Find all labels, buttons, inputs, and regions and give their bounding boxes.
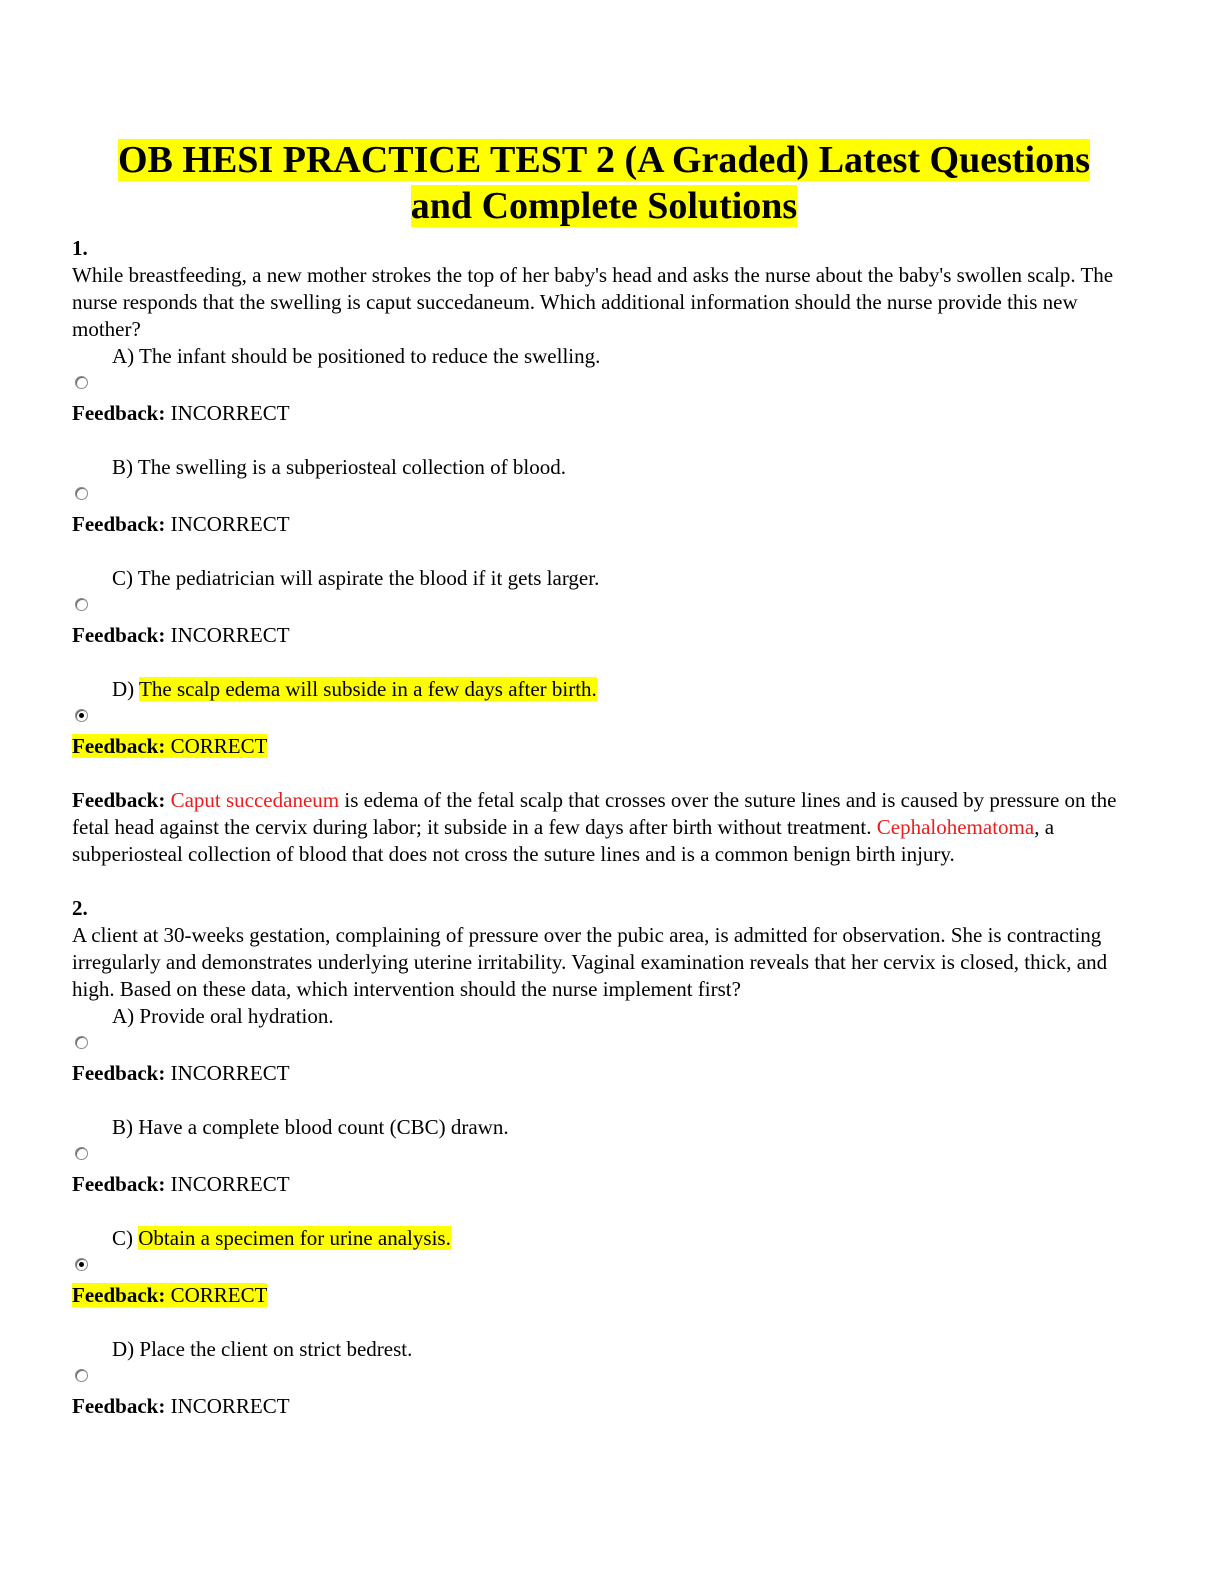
- radio-option-c[interactable]: [75, 1258, 88, 1271]
- radio-option-a[interactable]: [75, 1036, 88, 1049]
- radio-option-d[interactable]: [75, 1369, 88, 1382]
- question-number: 2.: [72, 896, 88, 920]
- option-c: C) Obtain a specimen for urine analysis.: [112, 1225, 1136, 1252]
- feedback-c: Feedback: INCORRECT: [72, 623, 290, 647]
- feedback-a: Feedback: INCORRECT: [72, 1061, 290, 1085]
- option-letter: C): [112, 1226, 133, 1250]
- feedback-a: Feedback: INCORRECT: [72, 401, 290, 425]
- option-c: C) The pediatrician will aspirate the bl…: [112, 565, 1136, 592]
- option-d: D) Place the client on strict bedrest.: [112, 1336, 1136, 1363]
- question-number: 1.: [72, 236, 88, 260]
- question-1: 1. While breastfeeding, a new mother str…: [72, 235, 1136, 868]
- option-b: B) The swelling is a subperiosteal colle…: [112, 454, 1136, 481]
- feedback-d: Feedback: INCORRECT: [72, 1394, 290, 1418]
- feedback-d: Feedback: CORRECT: [72, 734, 268, 758]
- title-line-2: and Complete Solutions: [410, 185, 798, 227]
- option-text: Provide oral hydration.: [139, 1004, 334, 1028]
- document-title: OB HESI PRACTICE TEST 2 (A Graded) Lates…: [72, 137, 1136, 229]
- question-stem: While breastfeeding, a new mother stroke…: [72, 263, 1114, 341]
- option-d: D) The scalp edema will subside in a few…: [112, 676, 1136, 703]
- radio-option-b[interactable]: [75, 487, 88, 500]
- title-line-1: OB HESI PRACTICE TEST 2 (A Graded) Lates…: [118, 139, 1090, 181]
- option-letter: D): [112, 677, 135, 701]
- option-letter: D): [112, 1337, 135, 1361]
- question-stem: A client at 30-weeks gestation, complain…: [72, 923, 1108, 1001]
- option-text: The pediatrician will aspirate the blood…: [137, 566, 600, 590]
- option-text: The swelling is a subperiosteal collecti…: [137, 455, 566, 479]
- radio-option-a[interactable]: [75, 376, 88, 389]
- document-page: OB HESI PRACTICE TEST 2 (A Graded) Lates…: [72, 137, 1136, 1420]
- option-letter: B): [112, 1115, 133, 1139]
- radio-option-c[interactable]: [75, 598, 88, 611]
- radio-option-d[interactable]: [75, 709, 88, 722]
- option-letter: A): [112, 344, 135, 368]
- option-letter: B): [112, 455, 133, 479]
- option-text: Obtain a specimen for urine analysis.: [138, 1226, 451, 1250]
- term-cephalohematoma: Cephalohematoma: [876, 815, 1035, 839]
- option-b: B) Have a complete blood count (CBC) dra…: [112, 1114, 1136, 1141]
- option-text: Place the client on strict bedrest.: [139, 1337, 413, 1361]
- option-a: A) Provide oral hydration.: [112, 1003, 1136, 1030]
- option-text: The scalp edema will subside in a few da…: [139, 677, 597, 701]
- option-letter: C): [112, 566, 133, 590]
- feedback-b: Feedback: INCORRECT: [72, 512, 290, 536]
- explanation: Feedback: Caput succedaneum is edema of …: [72, 788, 1117, 866]
- feedback-b: Feedback: INCORRECT: [72, 1172, 290, 1196]
- option-a: A) The infant should be positioned to re…: [112, 343, 1136, 370]
- radio-option-b[interactable]: [75, 1147, 88, 1160]
- term-caput: Caput succedaneum: [170, 788, 340, 812]
- question-2: 2. A client at 30-weeks gestation, compl…: [72, 895, 1136, 1420]
- option-letter: A): [112, 1004, 135, 1028]
- option-text: Have a complete blood count (CBC) drawn.: [138, 1115, 509, 1139]
- option-text: The infant should be positioned to reduc…: [139, 344, 601, 368]
- feedback-c: Feedback: CORRECT: [72, 1283, 268, 1307]
